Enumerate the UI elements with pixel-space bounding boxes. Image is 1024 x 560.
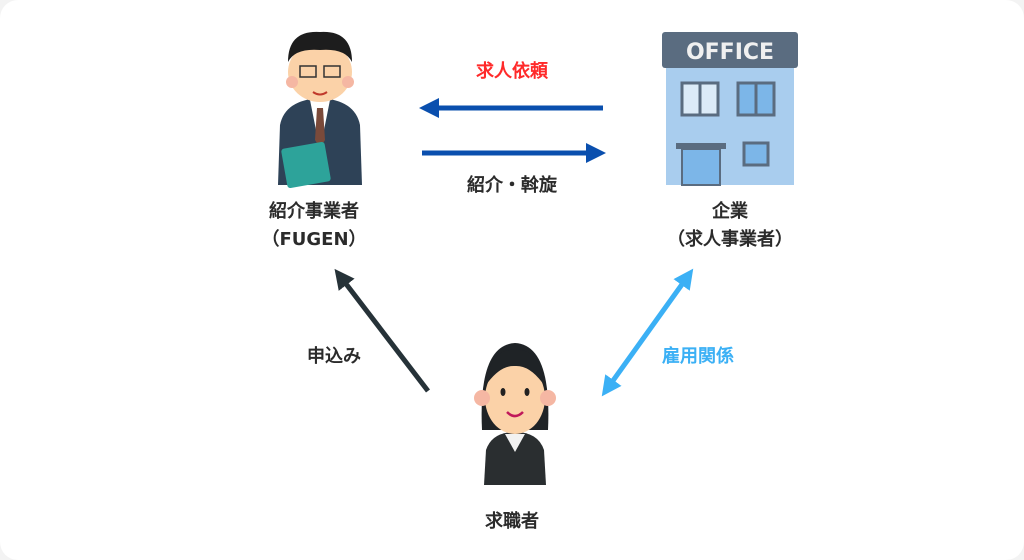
employment-label: 雇用関係 bbox=[662, 346, 734, 367]
office-building-illustration: OFFICE bbox=[662, 32, 798, 186]
job-seeker-label: 求職者 bbox=[485, 511, 539, 532]
introduction-label: 紹介・斡旋 bbox=[467, 175, 557, 196]
employment-arrow bbox=[601, 268, 694, 397]
agency-sub-label: （FUGEN） bbox=[261, 229, 367, 250]
job-seeker-illustration bbox=[474, 343, 556, 485]
agency-label: 紹介事業者 bbox=[269, 201, 359, 222]
application-label: 申込み bbox=[307, 346, 361, 367]
businessman-illustration bbox=[278, 31, 362, 189]
company-sub-label: （求人事業者） bbox=[667, 229, 793, 250]
application-arrow bbox=[334, 268, 430, 393]
office-sign: OFFICE bbox=[686, 40, 774, 65]
job-request-label: 求人依頼 bbox=[476, 61, 548, 82]
company-label: 企業 bbox=[712, 201, 748, 222]
